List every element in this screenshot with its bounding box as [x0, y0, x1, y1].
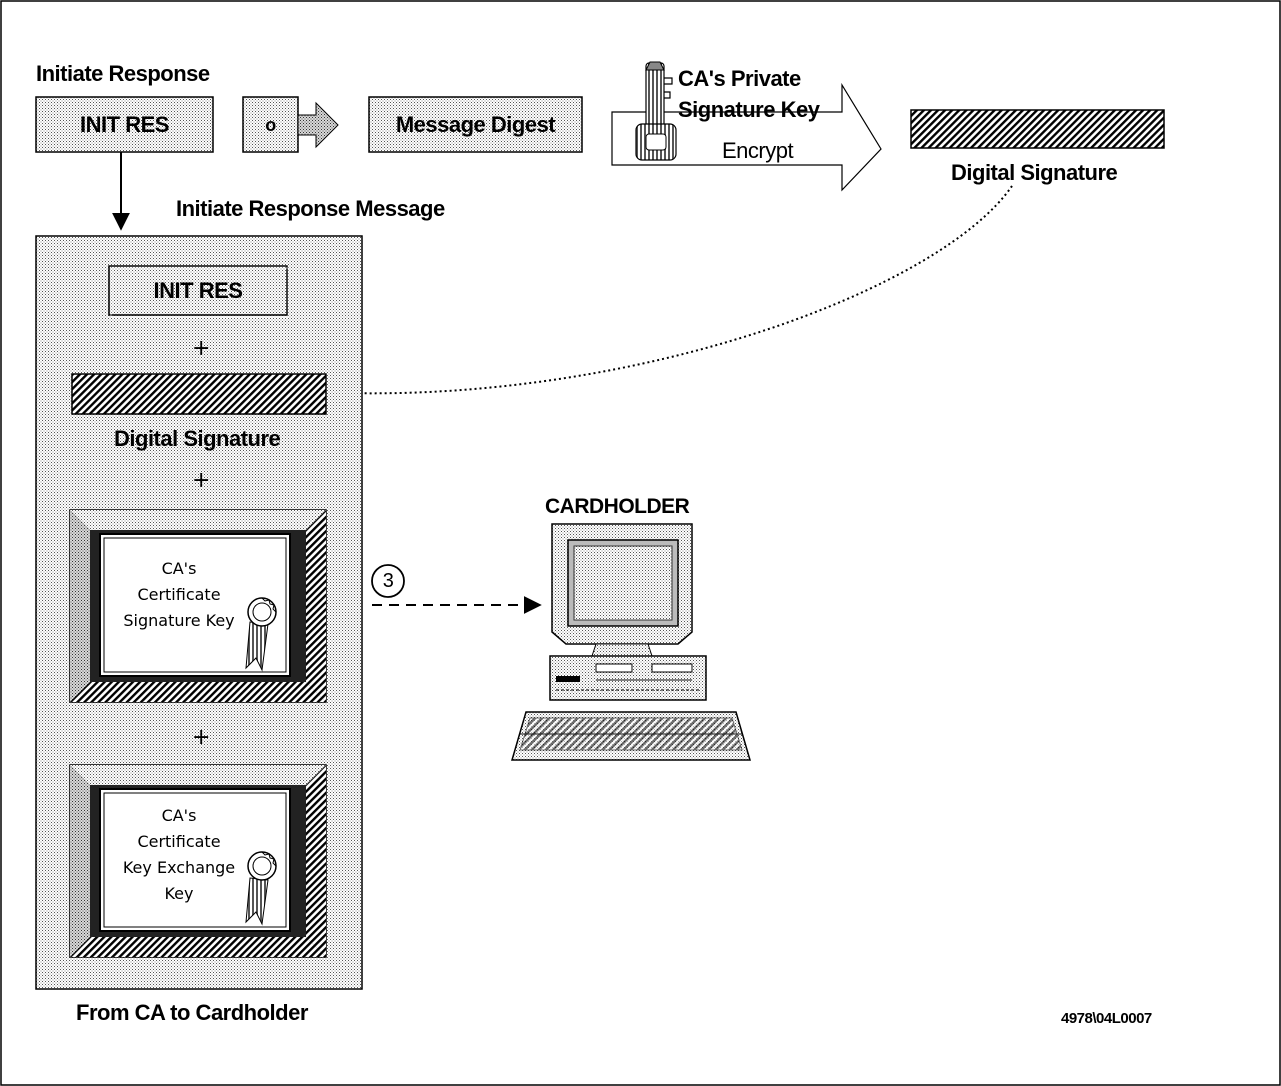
- certificate-line: Certificate: [137, 832, 221, 851]
- init-res-inner-box: [108, 265, 288, 316]
- certificate-2-text: CA's Certificate Key Exchange Key: [104, 803, 254, 907]
- initiate-response-title: Initiate Response: [36, 61, 210, 86]
- hash-arrow: [297, 101, 339, 149]
- init-res-inner-label: INIT RES: [153, 277, 243, 303]
- certificate-line: Signature Key: [123, 611, 235, 630]
- certificate-line: Key Exchange: [122, 858, 236, 877]
- seal-ribbon-icon: [245, 851, 277, 926]
- hash-box: [242, 96, 299, 153]
- seal-ribbon-icon: [245, 597, 277, 672]
- from-ca-to-cardholder-caption: From CA to Cardholder: [76, 1000, 308, 1025]
- computer-icon: [511, 523, 751, 761]
- message-digest-label: Message Digest: [395, 111, 556, 137]
- digital-signature-top-bar: [910, 109, 1165, 149]
- message-digest-box: [368, 96, 583, 153]
- initiate-response-message-label: Initiate Response Message: [176, 196, 445, 221]
- private-key-icon: [635, 61, 677, 161]
- cardholder-label: CARDHOLDER: [545, 495, 690, 518]
- hash-symbol: o: [265, 114, 276, 135]
- init-res-top-label: INIT RES: [80, 111, 169, 137]
- certificate-line: CA's: [161, 806, 197, 825]
- figure-id: 4978\04L0007: [1061, 1010, 1152, 1027]
- plus-sign: +: [192, 336, 211, 361]
- step-number: 3: [382, 570, 394, 592]
- certificate-signature-key: [69, 509, 327, 703]
- certificate-line: Certificate: [137, 585, 221, 604]
- digital-signature-top-label: Digital Signature: [951, 160, 1118, 185]
- certificate-line: CA's: [161, 559, 197, 578]
- digital-signature-inner-label: Digital Signature: [114, 426, 281, 451]
- key-label-line1: CA's Private: [678, 66, 801, 91]
- certificate-line: Key: [164, 884, 194, 903]
- init-res-top-box: [35, 96, 214, 153]
- key-label-line2: Signature Key: [678, 97, 820, 122]
- step-circle: [371, 564, 405, 598]
- encrypt-label: Encrypt: [722, 138, 794, 163]
- certificate-1-text: CA's Certificate Signature Key: [104, 556, 254, 634]
- encrypt-arrow: [611, 82, 882, 192]
- certificate-key-exchange-key: [69, 764, 327, 958]
- plus-sign: +: [192, 725, 211, 750]
- plus-sign: +: [192, 468, 211, 493]
- digital-signature-inner-bar: [71, 373, 327, 415]
